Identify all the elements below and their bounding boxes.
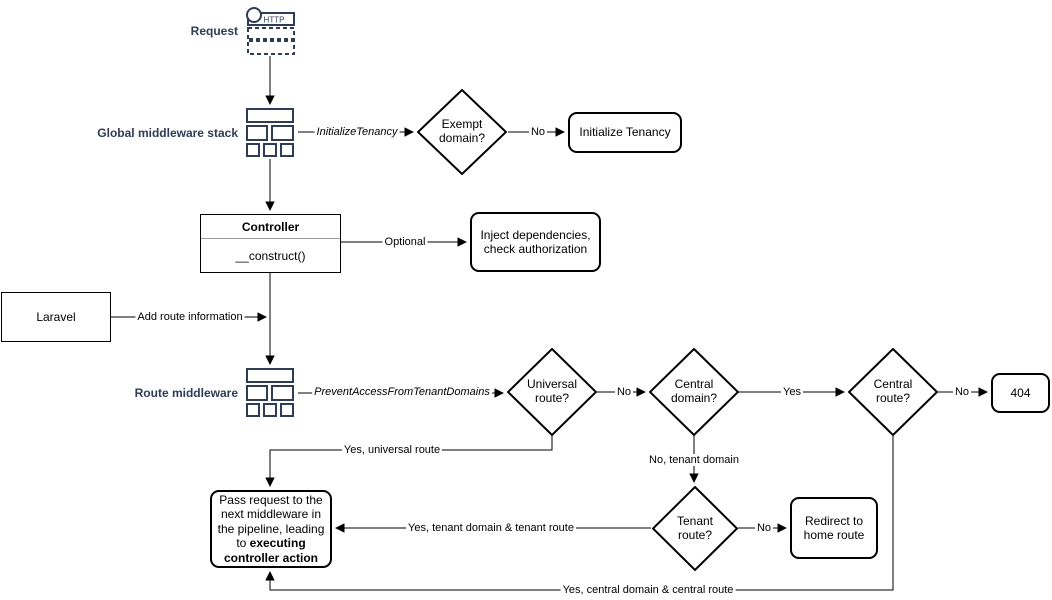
laravel-label: Laravel [36, 310, 76, 324]
route-middleware-caption: Route middleware [134, 386, 238, 400]
request-caption: Request [190, 24, 238, 38]
edge-label-central-route-no: No [952, 386, 972, 398]
edge-label-tenant-yes: Yes, tenant domain & tenant route [406, 522, 576, 534]
decision-tenant-route: Tenant route? [652, 486, 738, 571]
controller-class-box: Controller __construct() [200, 214, 341, 273]
edge-label-add-route-information: Add route information [135, 311, 245, 323]
initialize-tenancy-box: Initialize Tenancy [568, 112, 682, 153]
middleware-stack-icon [245, 107, 295, 158]
global-middleware-caption: Global middleware stack [97, 126, 238, 140]
decision-universal-route: Universal route? [507, 348, 597, 436]
decision-central-route-label: Central route? [873, 377, 913, 405]
redirect-home-box: Redirect to home route [790, 497, 878, 559]
decision-tenant-route-label: Tenant route? [676, 513, 714, 542]
controller-constructor-label: __construct() [235, 248, 306, 263]
404-label: 404 [1010, 385, 1031, 400]
decision-central-domain-label: Central domain? [670, 377, 717, 405]
decision-exempt-domain: Exempt domain? [417, 89, 507, 175]
http-icon-label: HTTP [264, 16, 285, 25]
edge-label-initialize-tenancy: InitializeTenancy [314, 126, 400, 138]
edge-label-universal-no: No [614, 386, 634, 398]
edge-label-central-route-yes: Yes, central domain & central route [560, 584, 736, 596]
edge-label-exempt-no: No [528, 126, 548, 138]
initialize-tenancy-label: Initialize Tenancy [579, 125, 671, 140]
edge-label-central-domain-no: No, tenant domain [647, 454, 741, 466]
decision-universal-route-label: Universal route? [526, 377, 577, 405]
http-request-icon: HTTP [243, 5, 297, 56]
middleware-stack-icon [245, 367, 295, 418]
pass-request-label: Pass request to the next middleware in t… [217, 493, 325, 565]
edge-label-central-domain-yes: Yes [781, 386, 803, 398]
edge-label-optional: Optional [382, 236, 428, 248]
inject-dependencies-box: Inject dependencies, check authorization [470, 212, 601, 272]
edge-label-universal-yes: Yes, universal route [341, 444, 443, 456]
decision-central-domain: Central domain? [649, 348, 739, 436]
redirect-home-label: Redirect to home route [803, 513, 865, 542]
edge-label-tenant-no: No [754, 522, 774, 534]
controller-class-title: Controller [201, 215, 340, 239]
inject-dependencies-label: Inject dependencies, check authorization [480, 227, 591, 256]
404-box: 404 [991, 373, 1050, 413]
decision-exempt-domain-label: Exempt domain? [438, 117, 485, 145]
decision-central-route: Central route? [848, 348, 938, 436]
pass-request-box: Pass request to the next middleware in t… [210, 490, 332, 568]
laravel-box: Laravel [1, 292, 111, 342]
edge-label-prevent-access: PreventAccessFromTenantDomains [312, 386, 492, 398]
